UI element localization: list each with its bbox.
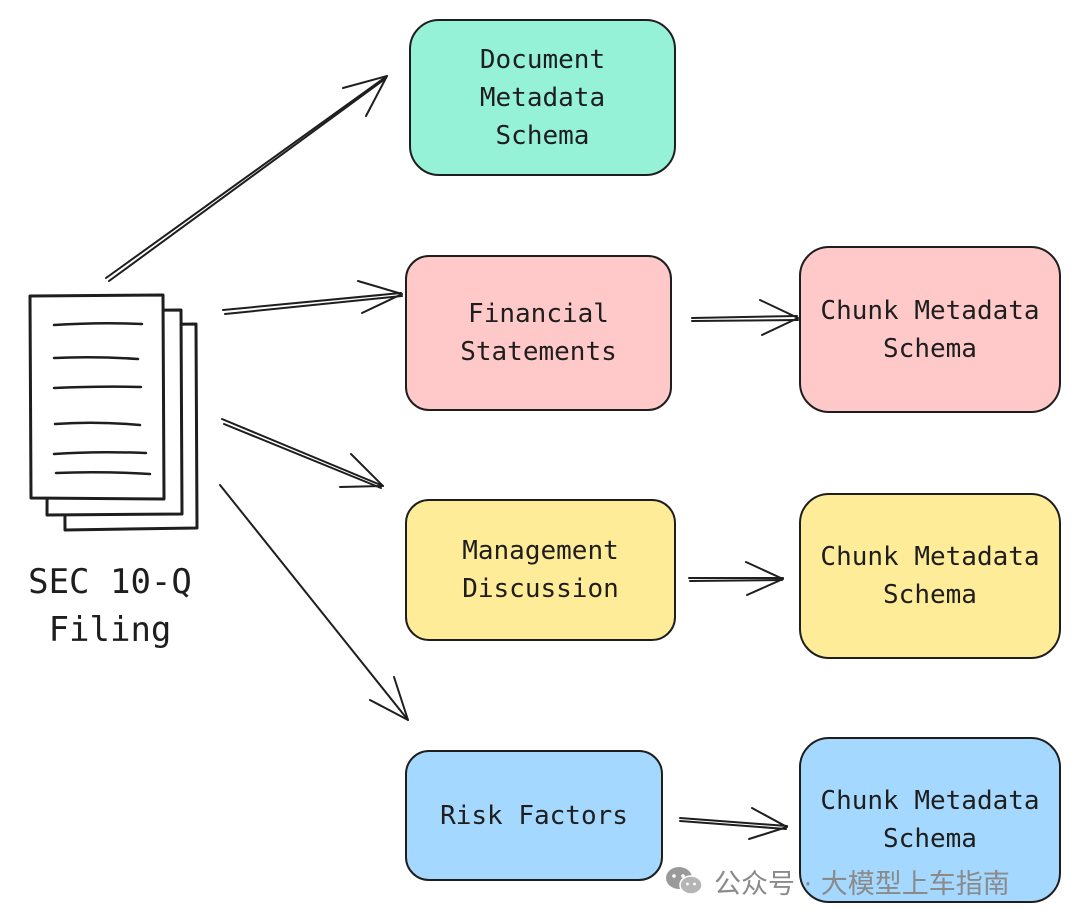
edge-source-to-financial	[222, 280, 403, 315]
edge-source-to-mgmt	[221, 418, 384, 489]
edge-mgmt-to-chunk-2	[688, 561, 784, 596]
edge-source-to-risk	[219, 484, 409, 721]
node-chunk-metadata-schema-1: Chunk Metadata Schema	[799, 246, 1061, 413]
wechat-icon	[666, 867, 703, 895]
watermark: 公众号 · 大模型上车指南	[664, 861, 1064, 901]
source-label: SEC 10-Q Filing	[28, 562, 192, 650]
edge-source-to-doc-meta	[105, 75, 388, 282]
watermark-text: 公众号 · 大模型上车指南	[714, 868, 1010, 900]
node-management-discussion: Management Discussion	[405, 499, 676, 641]
document-stack-icon	[28, 293, 199, 532]
edge-financial-to-chunk-1	[691, 299, 799, 336]
node-risk-factors: Risk Factors	[405, 750, 663, 881]
node-document-metadata-schema: Document Metadata Schema	[409, 19, 676, 176]
node-financial-statements: Financial Statements	[405, 255, 672, 411]
node-chunk-metadata-schema-3: Chunk Metadata Schema	[799, 737, 1061, 903]
node-chunk-metadata-schema-2: Chunk Metadata Schema	[799, 493, 1061, 659]
edge-risk-to-chunk-3	[679, 807, 788, 840]
edges	[105, 75, 799, 840]
